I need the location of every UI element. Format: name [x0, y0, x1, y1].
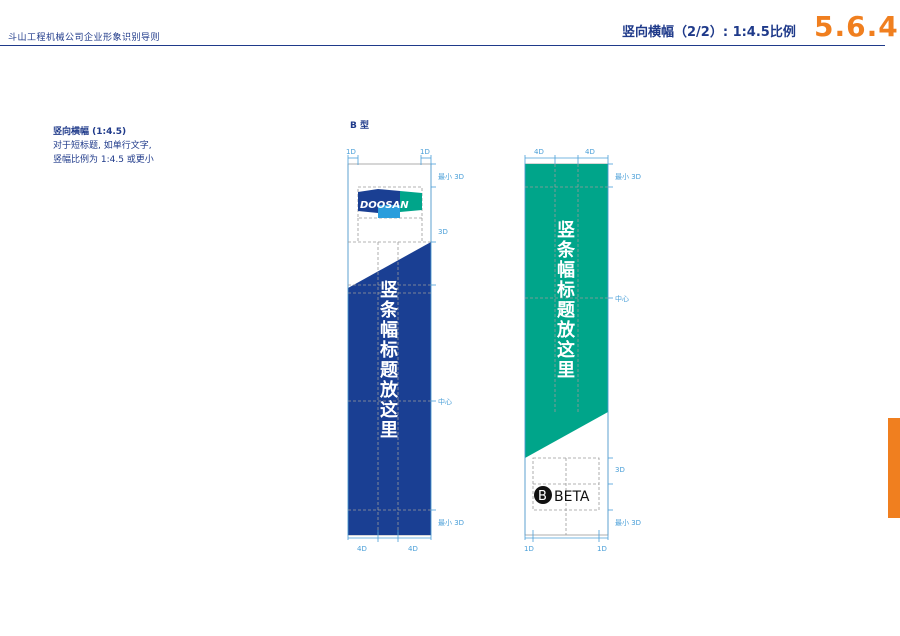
left-label-3d: 3D [438, 228, 448, 236]
title-char: 幅 [380, 319, 398, 341]
intro-title: 竖向横幅 (1:4.5) [53, 127, 127, 137]
title-char: 条 [556, 239, 576, 261]
intro-line-1: 对于短标题, 如单行文字, [53, 141, 152, 151]
title-char: 里 [557, 360, 575, 381]
company-guide-title: 斗山工程机械公司企业形象识别导则 [8, 33, 161, 43]
beta-logo-text: BETA [554, 489, 590, 505]
type-label: B 型 [350, 121, 369, 131]
right-label-3d: 3D [615, 466, 625, 474]
doosan-logo-text: DOOSAN [360, 200, 409, 211]
banner-left-title: 竖条幅标题放这里 [379, 280, 399, 441]
banner-right: 4D 4D 竖条幅标题放这里 B BETA 最小 3D 中心 3D 最小 3D [524, 148, 641, 553]
section-number: 5.6.4 [814, 10, 899, 43]
doosan-logo: DOOSAN [358, 189, 422, 218]
title-char: 这 [380, 399, 398, 421]
banner-right-title: 竖条幅标题放这里 [556, 220, 576, 381]
left-dim-1d-b: 1D [420, 148, 430, 156]
banner-right-teal-field [525, 164, 608, 458]
left-dim-1d-a: 1D [346, 148, 356, 156]
left-label-center: 中心 [438, 397, 452, 406]
right-label-min3d-top: 最小 3D [615, 172, 641, 181]
title-char: 题 [557, 300, 576, 321]
section-title: 竖向横幅（2/2）: 1:4.5比例 [622, 25, 796, 40]
right-dim-1d-b: 1D [597, 545, 607, 553]
right-dim-1d-a: 1D [524, 545, 534, 553]
left-label-min3d-top: 最小 3D [438, 172, 464, 181]
title-char: 放 [379, 379, 399, 401]
right-label-center: 中心 [615, 294, 629, 303]
title-char: 里 [380, 420, 398, 441]
intro-line-2: 竖幅比例为 1:4.5 或更小 [53, 155, 154, 165]
title-char: 题 [380, 360, 399, 381]
title-char: 竖 [557, 220, 575, 241]
right-dim-4d-a: 4D [534, 148, 544, 156]
left-label-min3d-bottom: 最小 3D [438, 518, 464, 527]
header-rule [0, 45, 885, 46]
intro-block: 竖向横幅 (1:4.5) 对于短标题, 如单行文字, 竖幅比例为 1:4.5 或… [53, 125, 154, 167]
beta-logo-mark: B [538, 489, 547, 504]
banner-left: 1D 1D DOOSAN 竖条幅标题放这里 最小 3D 3D [346, 148, 464, 553]
title-char: 幅 [557, 259, 575, 281]
title-char: 条 [379, 299, 399, 321]
left-dim-4d-a: 4D [357, 545, 367, 553]
title-char: 这 [557, 339, 575, 361]
right-dim-4d-b: 4D [585, 148, 595, 156]
left-dim-4d-b: 4D [408, 545, 418, 553]
right-label-min3d-bottom: 最小 3D [615, 518, 641, 527]
title-char: 放 [556, 319, 576, 341]
beta-logo: B BETA [534, 486, 590, 505]
title-char: 标 [379, 339, 398, 361]
title-char: 标 [556, 279, 575, 301]
banner-left-navy-field [348, 242, 431, 535]
title-char: 竖 [380, 280, 398, 301]
side-tab-marker [888, 418, 900, 518]
